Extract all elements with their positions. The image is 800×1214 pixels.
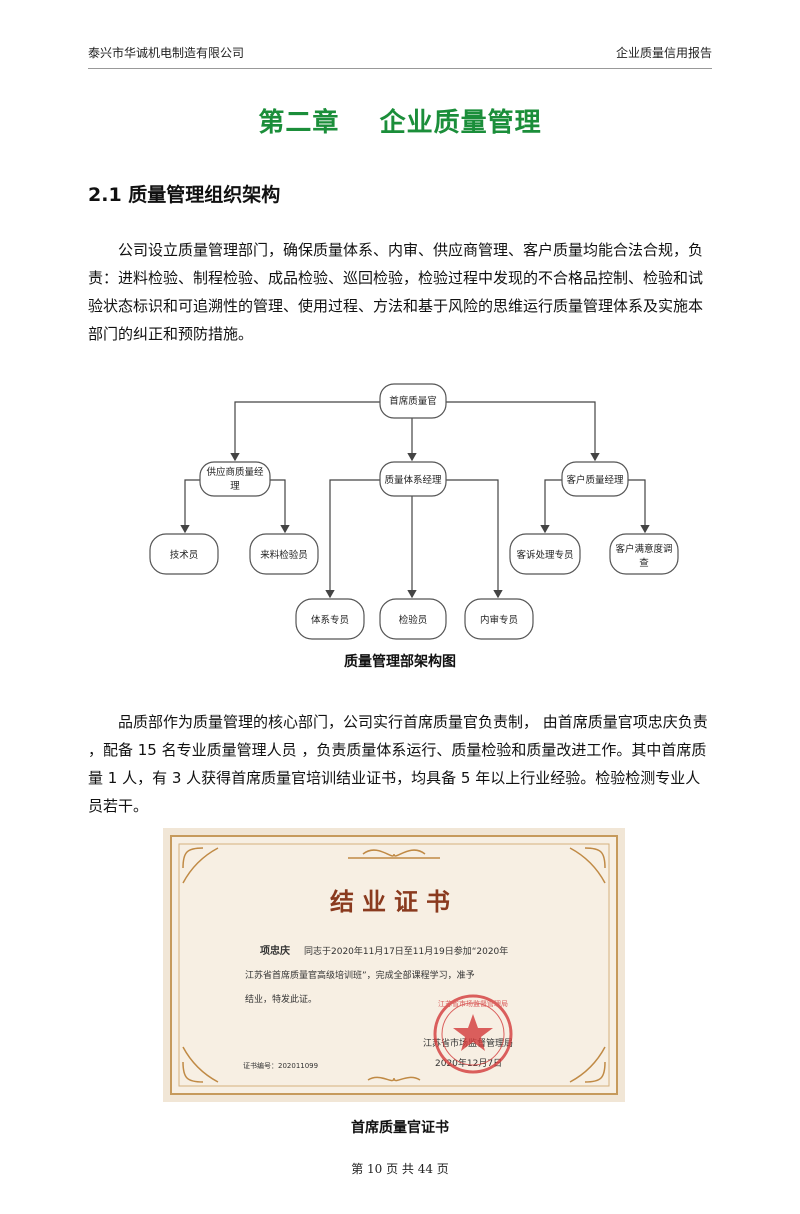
section-heading: 2.1 质量管理组织架构 xyxy=(88,184,281,206)
connector xyxy=(445,401,600,462)
label-supplier-manager-1: 供应商质量经 xyxy=(206,466,264,478)
certificate-name: 项忠庆 xyxy=(260,944,290,957)
header-report-title: 企业质量信用报告 xyxy=(615,46,712,60)
label-incoming-inspector: 来料检验员 xyxy=(260,549,308,561)
node-customer-quality-manager xyxy=(561,461,629,497)
label-chief-quality-officer: 首席质量官 xyxy=(389,395,437,407)
top-ornament xyxy=(348,849,440,859)
node-supplier-quality-manager xyxy=(199,461,271,497)
label-complaint-specialist: 客诉处理专员 xyxy=(516,549,573,561)
node-satisfaction-survey xyxy=(609,533,679,575)
connector xyxy=(540,479,562,534)
label-customer-quality-manager: 客户质量经理 xyxy=(566,474,624,486)
connector xyxy=(628,479,650,534)
corner-ornaments xyxy=(182,847,606,1083)
label-supplier-manager-2: 理 xyxy=(230,481,240,492)
official-seal: 江苏省市场监督管理局 xyxy=(433,994,513,1074)
node-quality-system-manager xyxy=(379,461,447,497)
bottom-ornament xyxy=(367,1076,421,1082)
certificate-line1: 同志于2020年11月17日至11月19日参加“2020年 xyxy=(304,945,508,957)
node-incoming-inspector xyxy=(249,533,319,575)
intro-paragraph: 公司设立质量管理部门，确保质量体系、内审、供应商管理、客户质量均能合法合规，负责… xyxy=(88,241,704,343)
node-technician xyxy=(149,533,219,575)
chapter-title: 第二章 企业质量管理 xyxy=(258,108,542,138)
certificate-title: 结业证书 xyxy=(330,887,458,916)
node-audit-specialist xyxy=(464,598,534,640)
certificate-outer-border xyxy=(170,835,618,1095)
certificate-inner-border xyxy=(178,843,610,1087)
connector xyxy=(270,479,290,534)
connector xyxy=(445,479,503,599)
connector xyxy=(230,401,380,462)
page-header: 泰兴市华诚机电制造有限公司 企业质量信用报告 xyxy=(88,44,712,64)
node-system-specialist xyxy=(295,598,365,640)
certificate-caption: 首席质量官证书 xyxy=(351,1120,449,1136)
connector xyxy=(325,479,380,599)
label-audit-specialist: 内审专员 xyxy=(480,614,518,626)
label-system-specialist: 体系专员 xyxy=(311,614,349,626)
node-chief-quality-officer xyxy=(379,383,447,419)
certificate-line2: 江苏省首席质量官高级培训班”，完成全部课程学习，准予 xyxy=(245,969,475,981)
label-satisfaction-1: 客户满意度调 xyxy=(615,543,672,555)
header-company-name: 泰兴市华诚机电制造有限公司 xyxy=(88,46,245,60)
certificate-number: 证书编号：202011099 xyxy=(243,1061,318,1070)
label-inspector: 检验员 xyxy=(399,614,428,626)
label-quality-system-manager: 质量体系经理 xyxy=(384,474,442,486)
certificate-image: 结业证书 项忠庆 同志于2020年11月17日至11月19日参加“2020年 江… xyxy=(163,828,625,1102)
header-divider xyxy=(88,68,712,69)
quality-dept-paragraph: 品质部作为质量管理的核心部门，公司实行首席质量官负责制， 由首席质量官项忠庆负责… xyxy=(88,713,708,815)
org-chart-caption: 质量管理部架构图 xyxy=(344,654,456,670)
connector xyxy=(180,479,200,534)
label-technician: 技术员 xyxy=(170,549,199,561)
label-satisfaction-2: 查 xyxy=(639,557,649,569)
org-chart: 首席质量官 供应商质量经 理 质量体系经理 客户质量经理 技术员 来料检验员 客… xyxy=(149,383,679,640)
node-inspector xyxy=(379,598,447,640)
seal-text: 江苏省市场监督管理局 xyxy=(438,999,508,1008)
certificate-line3: 结业，特发此证。 xyxy=(245,993,317,1005)
page-footer: 第 10 页 共 44 页 xyxy=(351,1162,449,1176)
node-complaint-specialist xyxy=(509,533,581,575)
